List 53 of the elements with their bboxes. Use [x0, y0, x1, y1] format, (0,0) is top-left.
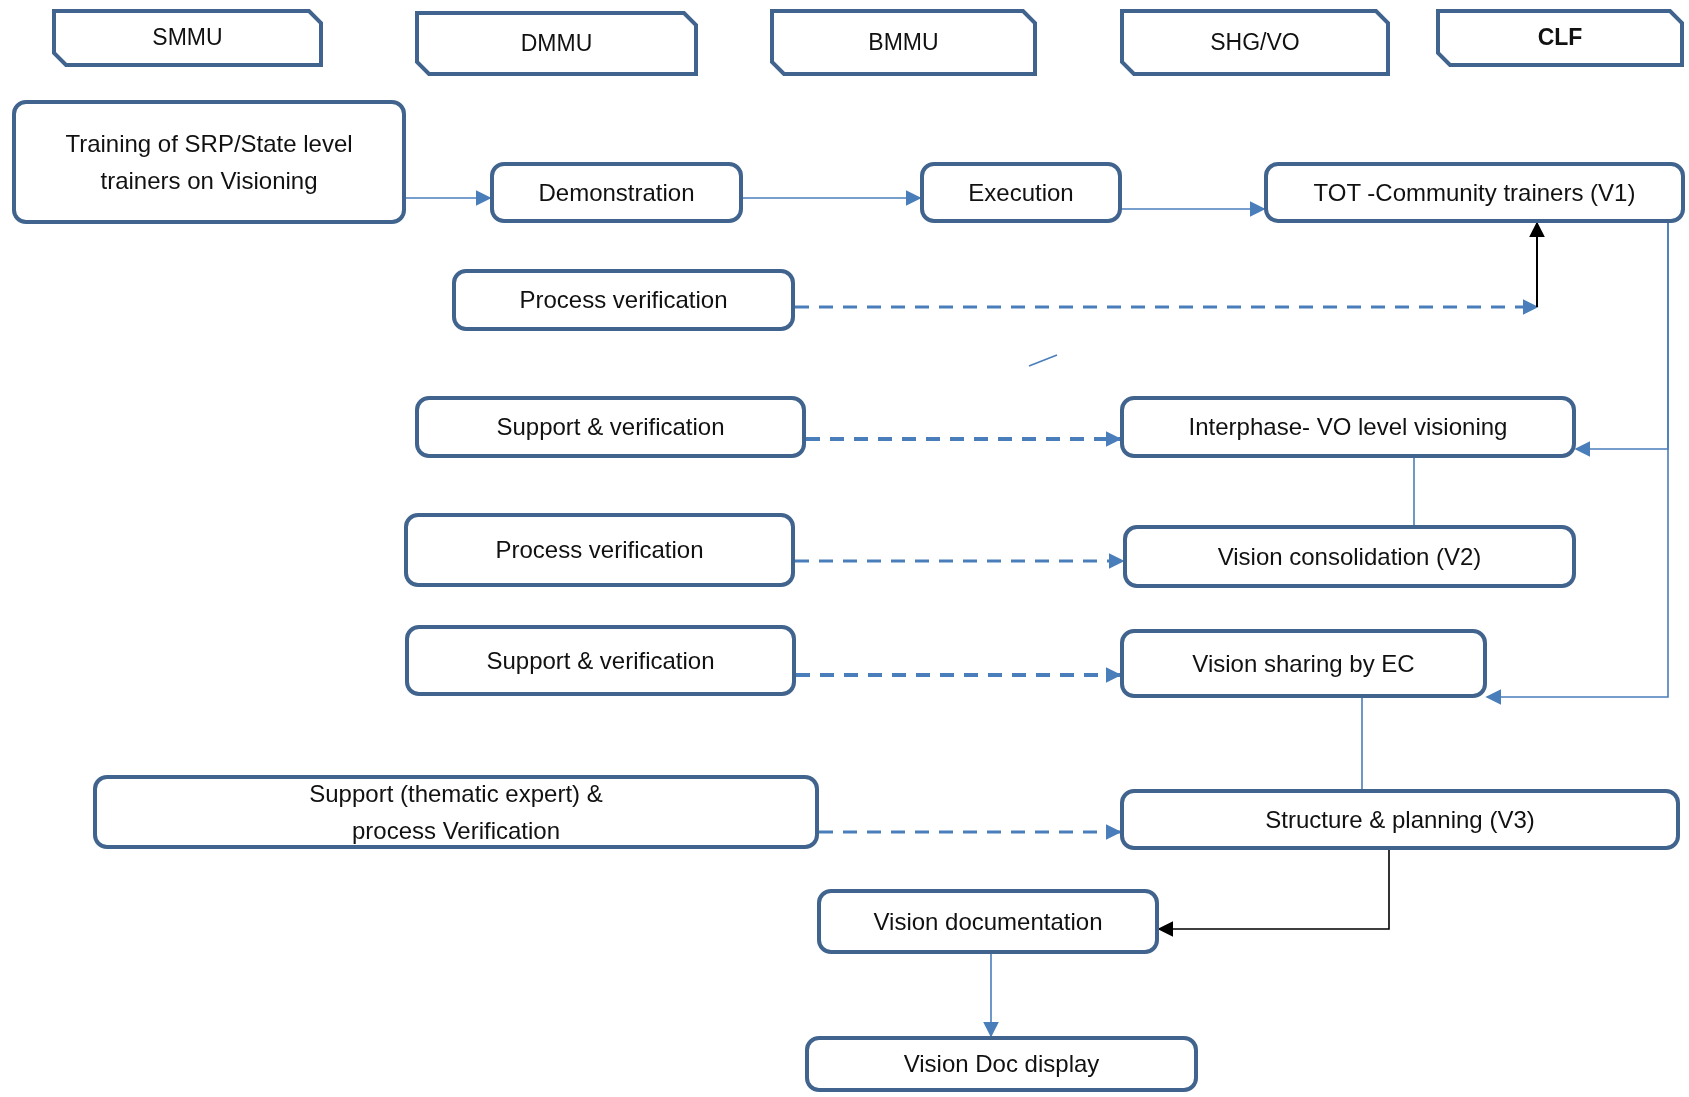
arrow — [806, 431, 1122, 447]
process-box — [1120, 629, 1487, 698]
arrow — [796, 667, 1122, 683]
node-label: Vision documentation — [873, 906, 1103, 937]
process-box — [1264, 162, 1685, 223]
arrow — [1157, 849, 1390, 937]
lane-header — [1120, 9, 1390, 76]
node-label: Support & verification — [486, 645, 715, 676]
node-label: Support (thematic expert) & process Verification — [308, 778, 604, 846]
node-label: SHG/VO — [1210, 27, 1300, 57]
connector-line — [1361, 697, 1363, 790]
arrow — [795, 553, 1125, 569]
process-box — [415, 396, 806, 458]
lane-header — [52, 9, 323, 67]
process-box — [805, 1036, 1198, 1092]
arrow — [795, 221, 1545, 315]
node-label: Training of SRP/State level trainers on Visioning — [64, 128, 354, 196]
process-box — [12, 100, 406, 224]
node-label: SMMU — [152, 23, 223, 53]
lane-header — [770, 9, 1037, 76]
node-label: BMMU — [868, 27, 939, 57]
arrow — [742, 190, 922, 206]
node-label: TOT -Community trainers (V1) — [1313, 177, 1636, 208]
node-label: CLF — [1537, 23, 1583, 53]
process-box — [920, 162, 1122, 223]
node-label: Support & verification — [496, 412, 725, 443]
node-label: Demonstration — [538, 177, 695, 208]
lane-header — [415, 11, 698, 76]
process-box — [1123, 525, 1576, 588]
node-label: DMMU — [520, 28, 593, 58]
connector-line — [1413, 457, 1415, 526]
process-box — [1120, 396, 1576, 458]
arrow — [1485, 222, 1669, 705]
lane-header — [1436, 9, 1684, 67]
process-box — [405, 625, 796, 696]
arrow — [983, 953, 999, 1038]
node-label: Process verification — [519, 285, 728, 316]
node-label: Structure & planning (V3) — [1265, 804, 1535, 835]
process-box — [1120, 789, 1680, 850]
process-box — [817, 889, 1159, 954]
arrow — [1121, 201, 1266, 217]
node-label: Vision Doc display — [903, 1049, 1100, 1080]
process-box — [404, 513, 795, 587]
node-label: Vision consolidation (V2) — [1217, 541, 1482, 572]
process-box — [452, 269, 795, 331]
node-label: Interphase- VO level visioning — [1188, 412, 1508, 443]
process-box — [93, 775, 819, 849]
node-label: Process verification — [495, 535, 704, 566]
arrow — [405, 190, 492, 206]
node-label: Vision sharing by EC — [1192, 648, 1415, 679]
arrow — [819, 824, 1122, 840]
node-label: Execution — [968, 177, 1074, 208]
process-box — [490, 162, 743, 223]
